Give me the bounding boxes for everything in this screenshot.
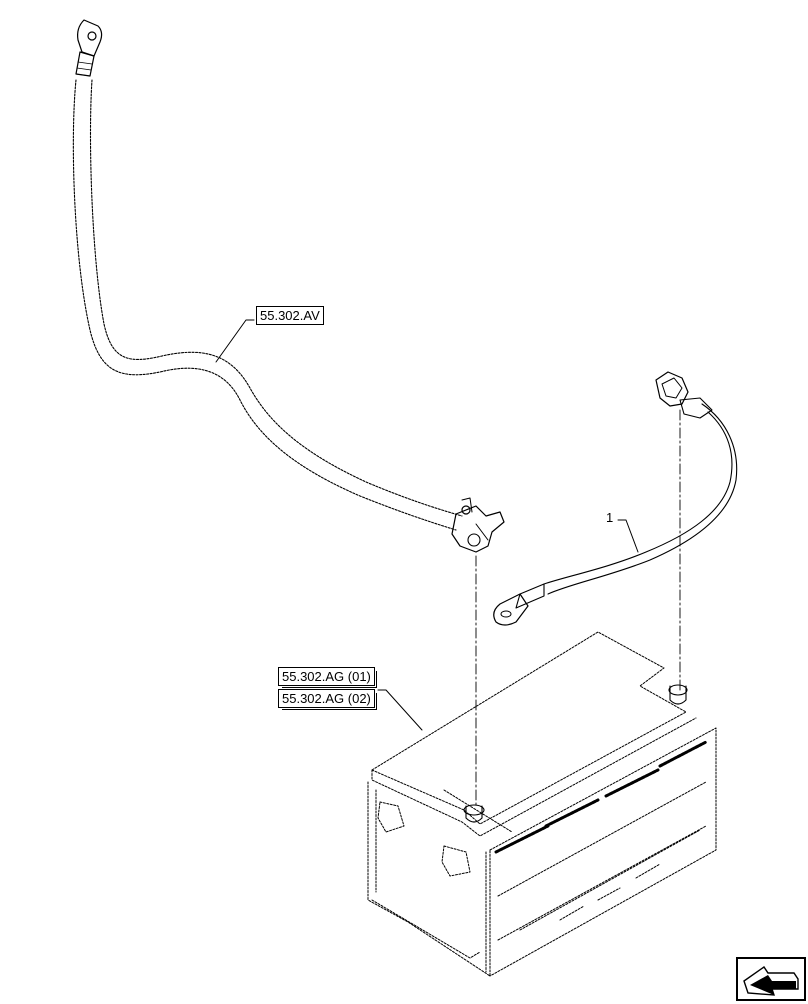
cable-reference-label[interactable]: 55.302.AV [256,306,324,325]
long-battery-cable [72,19,505,553]
short-battery-cable [493,371,738,626]
next-page-arrow-icon[interactable] [736,957,806,1001]
item-number-label: 1 [606,510,614,525]
leader-lines [215,319,639,731]
battery-reference-label-1[interactable]: 55.302.AG (01) [278,667,375,686]
battery-reference-label-2[interactable]: 55.302.AG (02) [278,689,375,708]
battery [367,631,717,977]
alignment-lines [475,409,681,809]
arrow-icon [743,966,799,996]
